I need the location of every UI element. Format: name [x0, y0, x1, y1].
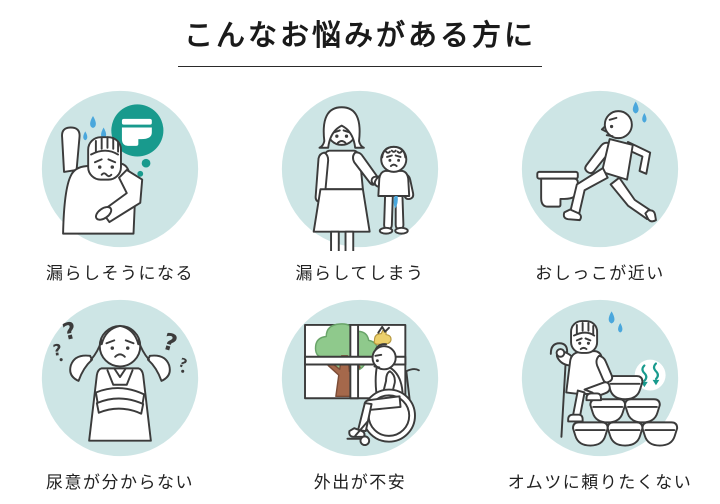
wet-spot-icon: [393, 196, 398, 209]
confused-woman: [69, 324, 171, 442]
sweat-drops-icon: [608, 311, 623, 333]
wheelchair-person: [346, 343, 420, 447]
svg-text:?: ?: [60, 318, 79, 346]
concern-item-3: おしっこが近い: [517, 87, 683, 284]
concern-item-5: 外出が不安: [277, 296, 443, 493]
cane-icon: [549, 342, 569, 438]
header: こんなお悩みがある方に: [0, 12, 720, 67]
elderly-man-on-diaper-pile-illustration: [521, 299, 679, 457]
sweat-drops-icon: [632, 101, 647, 123]
person-rushing: [562, 110, 657, 223]
thought-bubble: [111, 104, 164, 185]
sweat-drops-icon: [83, 115, 107, 141]
person-in-wheelchair-by-window-illustration: [281, 299, 439, 457]
concern-item-1: 漏らしそうになる: [37, 87, 203, 284]
svg-text:?: ?: [52, 341, 63, 360]
page-title: こんなお悩みがある方に: [177, 12, 542, 67]
infographic-page: こんなお悩みがある方に: [0, 12, 720, 504]
person-raising-hand-thinking-of-toilet-illustration: [41, 90, 199, 248]
bird-icon: [373, 325, 392, 345]
concern-item-2: 漏らしてしまう: [277, 87, 443, 284]
toilet-icon: [121, 118, 152, 146]
mother: [312, 106, 381, 251]
concern-caption: 外出が不安: [313, 473, 407, 492]
concern-item-6: オムツに頼りたくない: [508, 296, 691, 493]
window-bars: [304, 323, 407, 400]
child: [373, 145, 415, 235]
concern-caption: オムツに頼りたくない: [507, 473, 693, 492]
elderly-man: [549, 320, 614, 438]
concern-row-bottom: ? ? ? ?: [0, 296, 720, 493]
toilet-icon: [536, 170, 579, 208]
concern-row-top: 漏らしそうになる: [0, 87, 720, 284]
concern-caption: 漏らしそうになる: [46, 264, 194, 283]
person-raising-hand: [61, 126, 144, 235]
concern-caption: 漏らしてしまう: [295, 264, 425, 283]
concern-caption: 尿意が分からない: [46, 473, 194, 492]
mother-and-child-wet-pants-illustration: [281, 90, 439, 251]
person-rushing-to-toilet-illustration: [521, 90, 679, 248]
concern-item-4: ? ? ? ?: [37, 296, 203, 493]
concern-caption: おしっこが近い: [535, 264, 665, 283]
confused-woman-question-marks-illustration: ? ? ? ?: [41, 299, 199, 457]
